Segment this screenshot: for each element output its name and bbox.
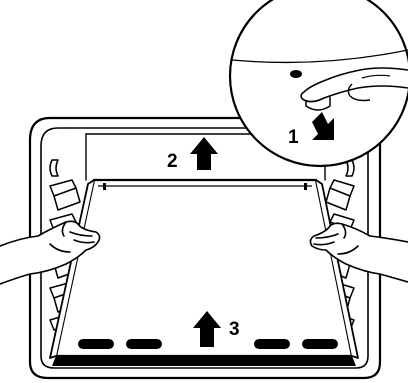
step-3-label: 3 (229, 319, 240, 340)
panel-vent-slots (78, 339, 338, 349)
detail-magnifier (228, 0, 408, 168)
step-2-label: 2 (167, 151, 178, 172)
step-1-arrow-icon (312, 112, 334, 140)
right-hand (309, 222, 408, 283)
step-1-label: 1 (288, 127, 299, 148)
step-2-arrow-icon (190, 137, 218, 170)
left-hand (0, 220, 101, 285)
step-3-arrow-icon (193, 311, 221, 347)
back-panel (49, 178, 359, 366)
